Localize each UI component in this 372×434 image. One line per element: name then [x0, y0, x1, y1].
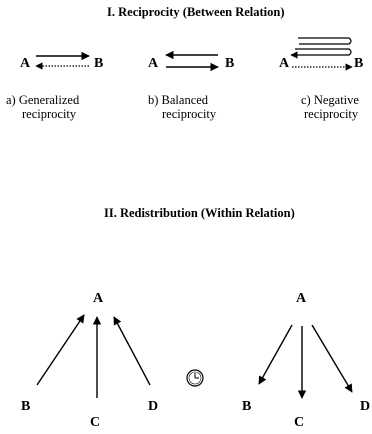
outflow-node-c: C	[294, 415, 305, 430]
reciprocity-title: I. Reciprocity (Between Relation)	[107, 5, 285, 19]
panel-a-caption-1: a) Generalized	[6, 93, 80, 107]
panel-a-node-a: A	[20, 56, 31, 71]
inflow-arrows	[36, 314, 151, 398]
panel-c-node-a: A	[279, 56, 290, 71]
inflow-node-b: B	[21, 399, 31, 414]
panel-b-caption-2: reciprocity	[162, 107, 217, 121]
outflow-node-a: A	[296, 291, 307, 306]
panel-a-arrows	[35, 51, 90, 70]
redistribution-title: II. Redistribution (Within Relation)	[104, 206, 295, 220]
panel-b-caption-1: b) Balanced	[148, 93, 209, 107]
panel-c-caption-2: reciprocity	[304, 107, 359, 121]
inflow-node-c: C	[90, 415, 101, 430]
panel-b-node-a: A	[148, 56, 159, 71]
outflow-node-b: B	[242, 399, 252, 414]
panel-b-node-b: B	[225, 56, 235, 71]
outflow-arrows	[258, 324, 353, 399]
inflow-arrow-b	[36, 314, 85, 386]
panel-c-upper-loop	[298, 37, 352, 45]
inflow-node-a: A	[93, 291, 104, 306]
panel-c-arrows	[290, 37, 353, 71]
panel-c-node-b: B	[354, 56, 364, 71]
inflow-node-d: D	[148, 399, 159, 414]
panel-c-caption-1: c) Negative	[301, 93, 359, 107]
panel-c-loop-arrow	[295, 48, 352, 56]
panel-a-caption-2: reciprocity	[22, 107, 77, 121]
panel-b-arrows	[165, 50, 219, 72]
outflow-arrow-b	[258, 324, 293, 385]
outflow-node-d: D	[360, 399, 371, 414]
inflow-arrow-d	[113, 316, 151, 386]
panel-a-node-b: B	[94, 56, 104, 71]
clock-icon	[186, 369, 204, 387]
outflow-arrow-d	[311, 324, 353, 393]
